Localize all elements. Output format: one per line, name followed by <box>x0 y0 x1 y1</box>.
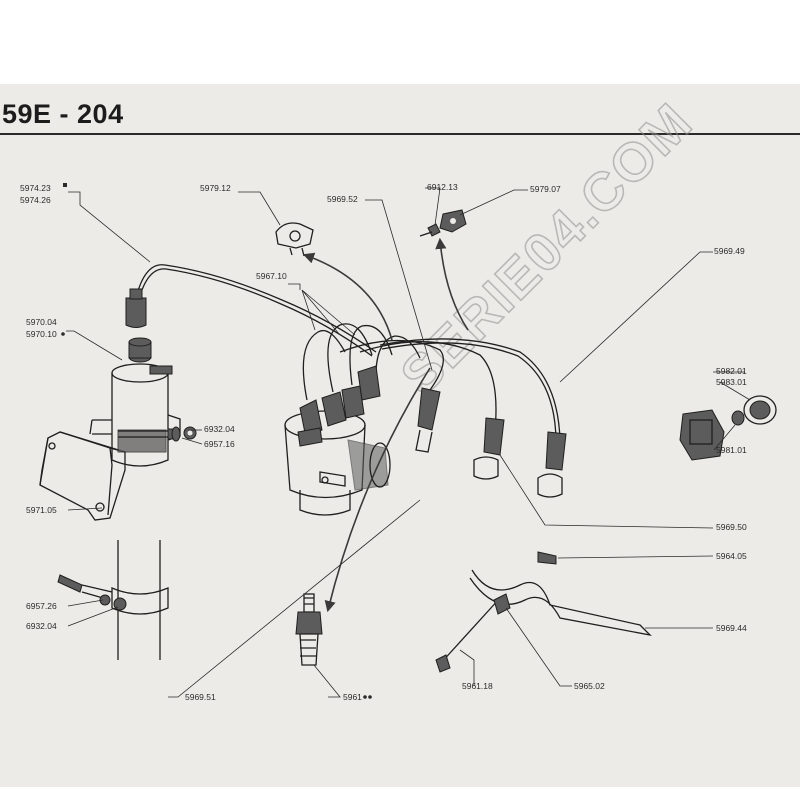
label-5964-05: 5964.05 <box>716 551 747 561</box>
plug-wires <box>339 338 567 498</box>
label-5971-05: 5971.05 <box>26 505 57 515</box>
header-rule <box>0 133 800 135</box>
connector-assembly <box>679 395 777 461</box>
label-5967-10: 5967.10 <box>256 271 287 281</box>
arrow-to-plug <box>324 367 431 613</box>
distributor-cap-parts <box>419 209 467 237</box>
label-6932-04-top: 6932.04 <box>204 424 235 434</box>
mark-5961-a <box>363 695 367 699</box>
label-5961-18: 5961.18 <box>462 681 493 691</box>
mounting-tube <box>57 540 169 660</box>
label-5969-44: 5969.44 <box>716 623 747 633</box>
mark-5974-23 <box>63 183 67 187</box>
label-5969-49: 5969.49 <box>714 246 745 256</box>
label-5983-01: 5983.01 <box>716 377 747 387</box>
distributor-leads <box>297 323 421 447</box>
spark-plug <box>295 593 323 666</box>
distributor <box>284 410 391 516</box>
mark-5961-b <box>368 695 372 699</box>
mark-5970-10 <box>61 332 65 336</box>
label-5969-52: 5969.52 <box>327 194 358 204</box>
label-6932-04-bottom: 6932.04 <box>26 621 57 631</box>
label-5982-01: 5982.01 <box>716 366 747 376</box>
label-6912-13: 6912.13 <box>427 182 458 192</box>
arrow-to-rotor <box>302 252 393 341</box>
label-5981-01: 5981.01 <box>716 445 747 455</box>
arrow-to-cap <box>435 237 469 331</box>
label-5979-12: 5979.12 <box>200 183 231 193</box>
label-5965-02: 5965.02 <box>574 681 605 691</box>
label-5974-26: 5974.26 <box>20 195 51 205</box>
part-labels: 5974.23 5974.26 5979.12 5969.52 6912.13 … <box>20 182 747 702</box>
label-5974-23: 5974.23 <box>20 183 51 193</box>
label-5970-04: 5970.04 <box>26 317 57 327</box>
label-6957-16: 6957.16 <box>204 439 235 449</box>
label-5969-51: 5969.51 <box>185 692 216 702</box>
rotor <box>275 222 314 257</box>
ignition-coil <box>89 337 181 467</box>
label-5979-07: 5979.07 <box>530 184 561 194</box>
label-5970-10: 5970.10 <box>26 329 57 339</box>
leader-lines <box>66 187 751 698</box>
label-5969-50: 5969.50 <box>716 522 747 532</box>
label-5961: 5961 <box>343 692 362 702</box>
label-6957-26: 6957.26 <box>26 601 57 611</box>
glow-plug-assembly <box>435 551 652 673</box>
page-reference: 59E - 204 <box>2 99 124 129</box>
watermark-text: SERIE04.COM <box>390 91 705 406</box>
coil-ht-lead <box>125 264 377 357</box>
coil-bracket <box>39 431 126 521</box>
